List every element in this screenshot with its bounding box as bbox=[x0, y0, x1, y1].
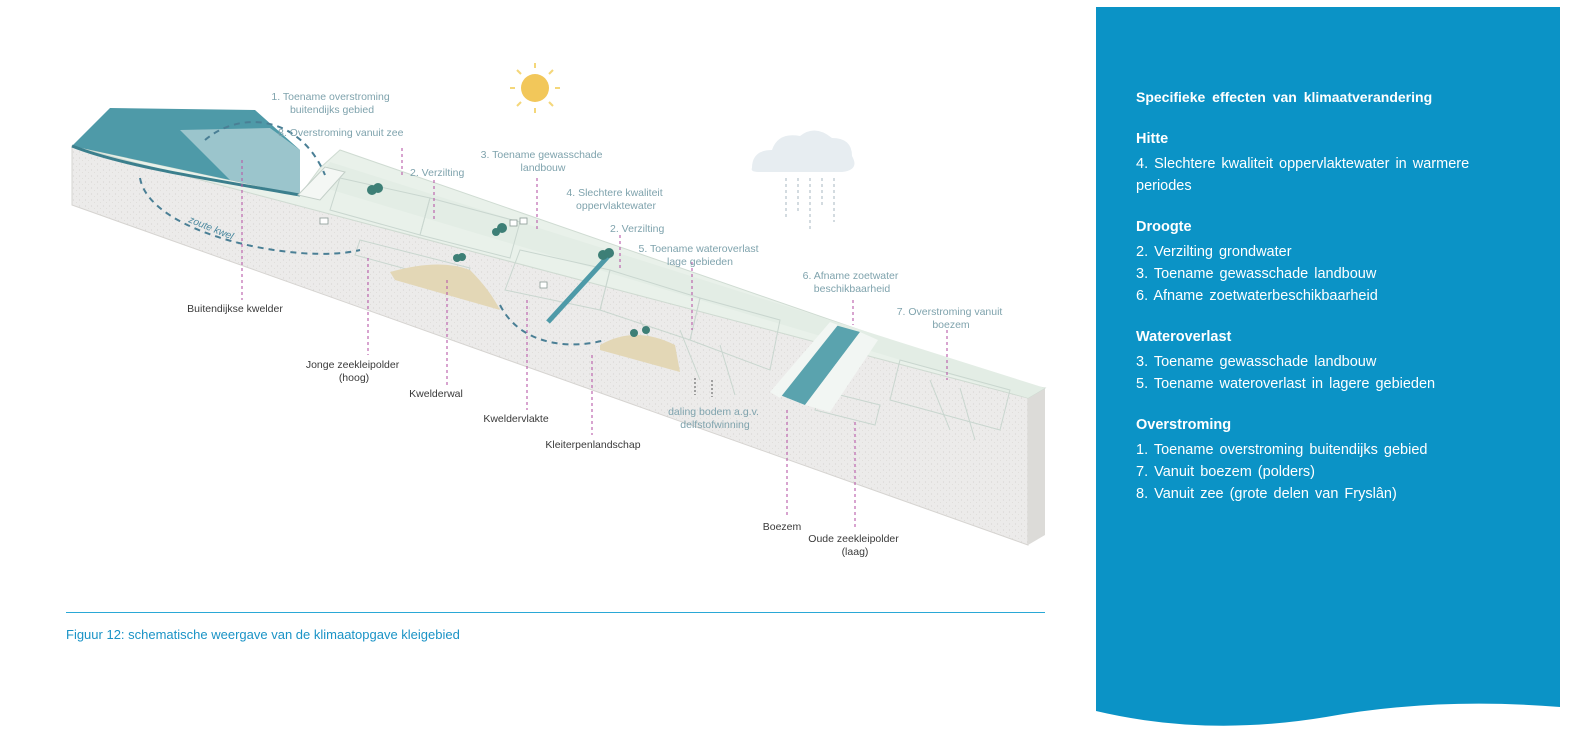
section-item: 3. Toename gewasschade landbouw bbox=[1136, 354, 1377, 370]
kwel-arc-2 bbox=[499, 304, 606, 346]
section-item: 3. Toename gewasschade landbouw bbox=[1136, 266, 1377, 282]
kwel-arc bbox=[139, 177, 361, 255]
section-title: Overstroming bbox=[1136, 417, 1232, 433]
label-verzilting-2: 2. Verzilting bbox=[610, 223, 664, 235]
trees bbox=[367, 183, 650, 337]
label-zoetwater: 6. Afname zoetwater beschikbaarheid bbox=[803, 270, 902, 295]
section-title: Droogte bbox=[1136, 219, 1192, 235]
label-boezem: Boezem bbox=[763, 521, 802, 533]
label-toename-overstroming: 1. Toename overstroming buitendijks gebi… bbox=[271, 91, 392, 116]
boezem-dike-right bbox=[805, 332, 878, 412]
section-overstroming: Overstroming 1. Toename overstroming bui… bbox=[1136, 417, 1496, 505]
section-item: 2. Verzilting grondwater bbox=[1136, 244, 1292, 260]
label-kleiterpenlandschap: Kleiterpenlandschap bbox=[545, 439, 640, 451]
flood-arc-1 bbox=[204, 121, 326, 176]
kwelderwal-mound bbox=[390, 264, 500, 310]
section-droogte: Droogte 2. Verzilting grondwater 3. Toen… bbox=[1136, 219, 1496, 307]
label-kwelderwal: Kwelderwal bbox=[409, 388, 463, 400]
figure-caption: Figuur 12: schematische weergave van de … bbox=[66, 627, 460, 642]
section-title: Hitte bbox=[1136, 131, 1169, 147]
boezem-dike-left bbox=[770, 322, 838, 398]
sea-dike bbox=[297, 166, 346, 201]
label-kwaliteit: 4. Slechtere kwaliteit oppervlaktewater bbox=[566, 187, 665, 212]
section-hitte: Hitte 4. Slechtere kwaliteit oppervlakte… bbox=[1136, 131, 1496, 197]
section-item: 7. Vanuit boezem (polders) bbox=[1136, 464, 1316, 480]
label-oude-zeekleipolder: Oude zeekleipolder (laag) bbox=[808, 533, 901, 558]
soil-end-face bbox=[1028, 388, 1045, 545]
sun-icon bbox=[510, 63, 560, 113]
label-verzilting-1: 2. Verzilting bbox=[410, 167, 464, 179]
terp-mound bbox=[600, 335, 680, 372]
section-item: 1. Toename overstroming buitendijks gebi… bbox=[1136, 442, 1428, 458]
section-title: Wateroverlast bbox=[1136, 329, 1232, 345]
caption-divider bbox=[66, 612, 1045, 613]
section-item: 6. Afname zoetwaterbeschikbaarheid bbox=[1136, 288, 1378, 304]
houses bbox=[319, 217, 548, 289]
climate-cross-section-diagram: 1. Toename overstroming buitendijks gebi… bbox=[71, 63, 1047, 558]
section-item: 4. Slechtere kwaliteit oppervlaktewater … bbox=[1136, 156, 1470, 194]
boezem-channel bbox=[780, 325, 860, 405]
section-wateroverlast: Wateroverlast 3. Toename gewasschade lan… bbox=[1136, 329, 1496, 395]
label-daling: daling bodem a.g.v. delfstofwinning bbox=[668, 406, 762, 431]
label-overstroming-boezem: 7. Overstroming vanuit boezem bbox=[897, 306, 1006, 331]
panel-title: Specifieke effecten van klimaatveranderi… bbox=[1136, 89, 1433, 105]
guide-lines bbox=[241, 148, 948, 530]
canal bbox=[546, 250, 614, 324]
label-gewasschade: 3. Toename gewasschade landbouw bbox=[481, 149, 606, 174]
section-item: 8. Vanuit zee (grote delen van Fryslân) bbox=[1136, 486, 1397, 502]
label-kweldervlakte: Kweldervlakte bbox=[483, 413, 549, 425]
label-buitendijkse-kwelder: Buitendijkse kwelder bbox=[187, 303, 283, 315]
sea-shallow bbox=[180, 128, 300, 195]
down-arrows bbox=[694, 378, 713, 397]
section-item: 5. Toename wateroverlast in lagere gebie… bbox=[1136, 376, 1436, 392]
rain-cloud-icon bbox=[751, 130, 855, 230]
label-overstroming-zee: 8. Overstroming vanuit zee bbox=[278, 127, 404, 139]
sea-shore-line bbox=[71, 144, 301, 197]
label-jonge-zeekleipolder: Jonge zeekleipolder (hoog) bbox=[306, 359, 402, 384]
climate-effects-panel: Specifieke effecten van klimaatveranderi… bbox=[1096, 7, 1560, 736]
panel-background bbox=[1096, 7, 1560, 726]
label-wateroverlast: 5. Toename wateroverlast lage gebieden bbox=[639, 243, 762, 268]
